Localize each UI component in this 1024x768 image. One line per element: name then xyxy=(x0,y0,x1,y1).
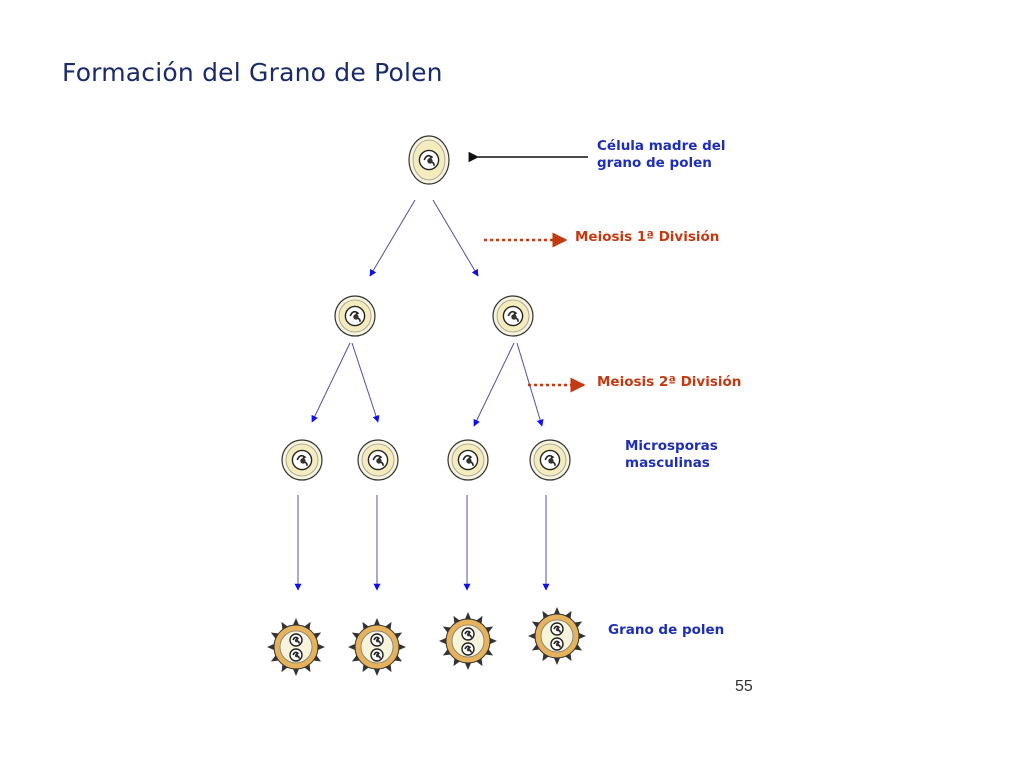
mother-cell-label-line2: grano de polen xyxy=(597,155,712,171)
mother-cell-label-line1: Célula madre del xyxy=(597,138,726,154)
meiosis2-label: Meiosis 2ª División xyxy=(597,374,742,390)
daughter-cell xyxy=(492,295,534,337)
microspores-label-line1: Microsporas xyxy=(625,438,718,454)
division-arrow xyxy=(311,342,351,423)
division-arrow xyxy=(473,342,515,427)
page-number: 55 xyxy=(735,678,753,695)
pollen-grain xyxy=(528,607,586,665)
microspore-cell xyxy=(447,439,489,481)
microspore-cell xyxy=(357,439,399,481)
mother-cell-label: Célula madre del grano de polen xyxy=(597,138,726,172)
daughter-cell xyxy=(334,295,376,337)
pollen-grain xyxy=(439,612,497,670)
microspore-cell xyxy=(281,439,323,481)
pollen-grain-label: Grano de polen xyxy=(608,622,725,638)
division-arrow xyxy=(516,342,544,427)
slide-title: Formación del Grano de Polen xyxy=(62,58,443,87)
division-arrow xyxy=(432,199,479,277)
division-arrow xyxy=(369,199,416,277)
microspore-cell xyxy=(529,439,571,481)
pollen-grain xyxy=(267,618,325,676)
microspores-label-line2: masculinas xyxy=(625,455,710,471)
pollen-grain xyxy=(348,618,406,676)
division-arrow xyxy=(351,342,380,423)
mother-cell xyxy=(408,135,450,185)
meiosis1-label: Meiosis 1ª División xyxy=(575,229,720,245)
microspores-label: Microsporas masculinas xyxy=(625,438,718,472)
